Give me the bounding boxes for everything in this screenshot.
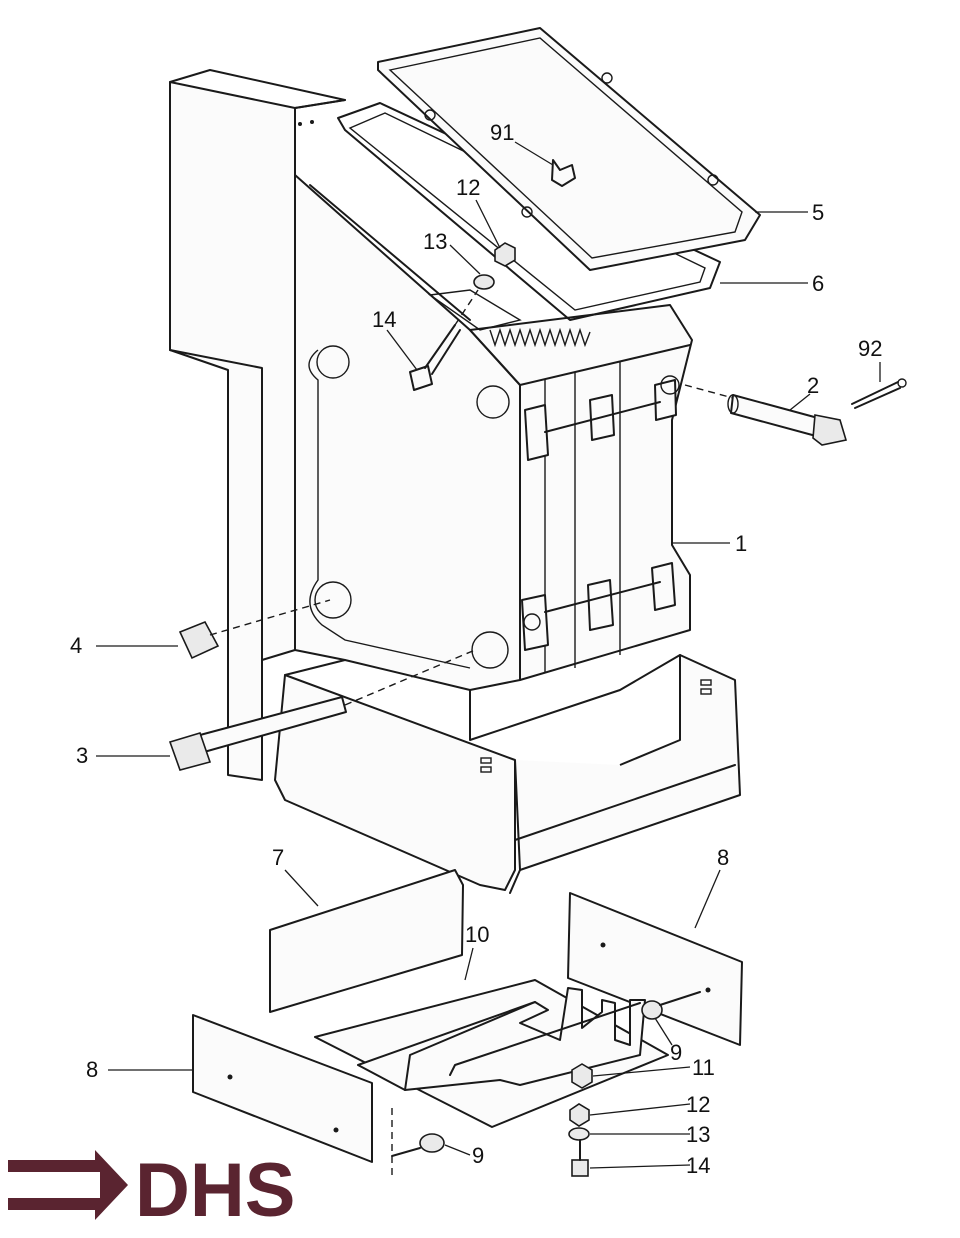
callout-9-left: 9 [472,1143,484,1168]
side-plate-left [192,1014,373,1163]
callout-6: 6 [812,271,824,296]
top-washer [473,274,495,290]
callout-12-top: 12 [456,175,480,200]
callout-2: 2 [807,373,819,398]
callout-4: 4 [70,633,82,658]
bottom-washer-13 [568,1127,590,1141]
bottom-nut-12 [569,1103,590,1127]
heat-exchanger-body [294,174,693,691]
top-nut [494,242,516,267]
upper-tube [727,394,848,446]
callout-7: 7 [272,845,284,870]
bottom-nut-11 [571,1063,593,1089]
callout-9-right: 9 [670,1040,682,1065]
burner-tray [314,979,669,1128]
bottom-bolt-14 [571,1139,589,1177]
plug [178,620,220,660]
arrow-right-icon [8,1150,128,1220]
baffle-plate [269,869,464,1013]
inspection-lid [377,27,761,271]
callout-3: 3 [76,743,88,768]
side-plate-right [567,892,743,1046]
lower-tube [168,696,347,771]
callout-14-bottom: 14 [686,1153,710,1178]
assembly-lines [209,289,734,706]
callout-8-right: 8 [717,845,729,870]
bolt-washer-right [641,991,701,1020]
dhs-logo: DHS [8,1148,295,1233]
callout-8-left: 8 [86,1057,98,1082]
callout-13-top: 13 [423,229,447,254]
callout-14-top: 14 [372,307,396,332]
callout-92: 92 [858,336,882,361]
callout-1: 1 [735,531,747,556]
leader-lines [96,141,881,1169]
door-gasket [337,102,721,321]
split-pin [851,378,907,409]
wing-nut [551,159,576,187]
bolt-washer-left [391,1108,445,1180]
base-tray [274,654,741,894]
callout-91: 91 [490,120,514,145]
callout-12-bottom: 12 [686,1092,710,1117]
logo-text: DHS [135,1148,295,1233]
rear-housing [169,69,346,781]
callout-10: 10 [465,922,489,947]
callout-11: 11 [692,1055,715,1080]
callout-labels: 1 2 3 4 5 6 7 8 8 9 9 10 11 12 12 13 13 … [70,120,882,1178]
callout-5: 5 [812,200,824,225]
callout-13-bottom: 13 [686,1122,710,1147]
top-bolt [409,324,461,391]
